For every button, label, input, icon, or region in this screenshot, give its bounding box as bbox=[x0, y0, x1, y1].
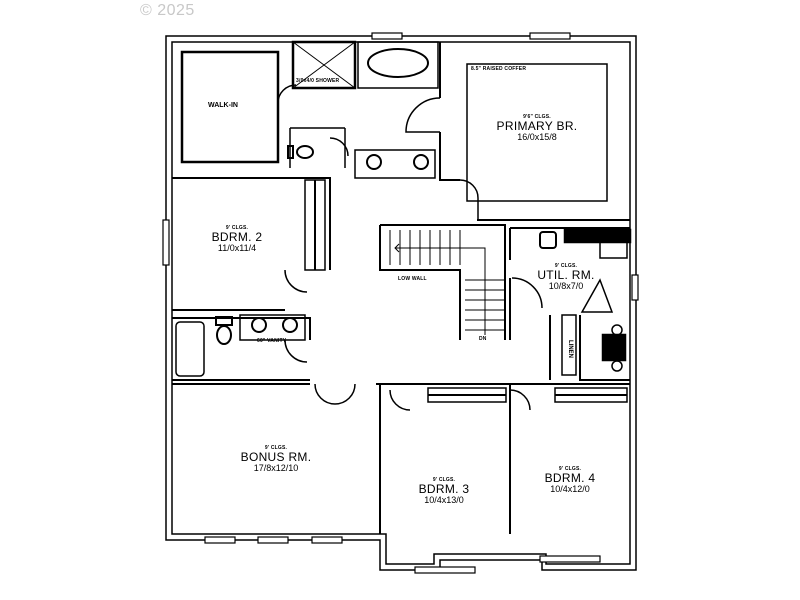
room-dimensions: 10/4x12/0 bbox=[550, 483, 590, 494]
ceiling-height: 9' CLGS. bbox=[432, 477, 456, 483]
room-label-util-rm: 9' CLGS. UTIL. RM. 10/8x7/0 bbox=[537, 263, 595, 291]
stairs-down-note: DN bbox=[479, 336, 487, 342]
room-label-bonus-rm: 9' CLGS. BONUS RM. 17/8x12/10 bbox=[240, 445, 312, 473]
windows bbox=[162, 32, 639, 574]
room-label-bdrm-4: 9' CLGS. BDRM. 4 10/4x12/0 bbox=[544, 466, 596, 494]
ceiling-height: 9' CLGS. bbox=[558, 466, 582, 472]
room-dimensions: 17/8x12/10 bbox=[253, 462, 299, 473]
ceiling-height: 9' CLGS. bbox=[225, 225, 249, 231]
room-dimensions: 16/0x15/8 bbox=[517, 131, 557, 142]
interior-walls bbox=[172, 40, 632, 534]
room-name: PRIMARY BR. bbox=[496, 119, 578, 134]
copyright-notice: © 2025 bbox=[140, 2, 195, 19]
room-name: BONUS RM. bbox=[240, 450, 312, 465]
room-dimensions: 11/0x11/4 bbox=[217, 242, 257, 253]
linen-closet-note: LINEN bbox=[567, 340, 573, 358]
room-name: BDRM. 2 bbox=[211, 230, 263, 245]
room-dimensions: 10/4x13/0 bbox=[424, 494, 464, 505]
vanity-note: 60" VANITY bbox=[257, 338, 287, 344]
ceiling-height: 9'6" CLGS. bbox=[523, 114, 551, 120]
room-name: UTIL. RM. bbox=[537, 268, 595, 283]
room-label-walk-in: WALK-IN bbox=[208, 102, 238, 109]
low-wall-note: LOW WALL bbox=[398, 276, 427, 282]
room-name: BDRM. 4 bbox=[544, 471, 596, 486]
room-label-primary-br: 9'6" CLGS. PRIMARY BR. 16/0x15/8 bbox=[496, 114, 578, 142]
room-label-bdrm-3: 9' CLGS. BDRM. 3 10/4x13/0 bbox=[418, 477, 470, 505]
room-name: BDRM. 3 bbox=[418, 482, 470, 497]
shower-note: 3/0x4/0 SHOWER bbox=[296, 78, 340, 84]
room-dimensions: 10/8x7/0 bbox=[548, 280, 584, 291]
door-swings bbox=[277, 84, 614, 411]
room-label-bdrm-2: 9' CLGS. BDRM. 2 11/0x11/4 bbox=[211, 225, 263, 253]
ceiling-height: 9' CLGS. bbox=[554, 263, 578, 269]
coffer-note: 8.5" RAISED COFFER bbox=[471, 66, 527, 72]
ceiling-height: 9' CLGS. bbox=[264, 445, 288, 451]
exterior-walls bbox=[165, 35, 637, 571]
